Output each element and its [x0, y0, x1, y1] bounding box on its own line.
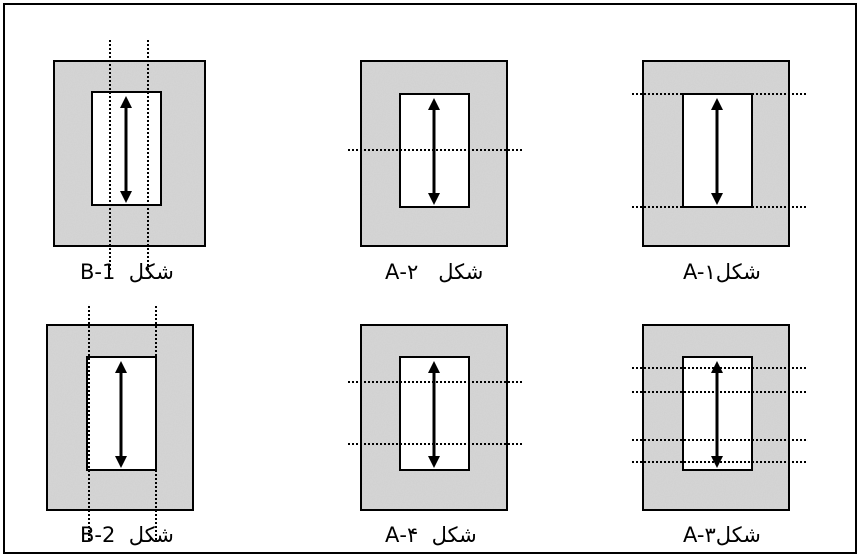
caption-figure-1-A: شکلA-۱: [683, 260, 761, 284]
figure-2-B: [46, 306, 194, 540]
figure-1-A: [632, 60, 806, 247]
caption-figure-4-A: شکل ۴-A: [385, 523, 477, 547]
caption-figure-2-B: شکل 2-B: [80, 523, 174, 547]
figure-3-A: [632, 324, 806, 511]
outer-frame: [3, 3, 857, 554]
figure-4-A: [348, 324, 522, 511]
caption-figure-1-B: شکل 1-B: [80, 260, 174, 284]
caption-figure-3-A: شکلA-۳: [683, 523, 761, 547]
caption-figure-2-A: شکل ۲-A: [385, 260, 484, 284]
figure-1-B: [53, 40, 206, 270]
figure-2-A: [348, 60, 522, 247]
